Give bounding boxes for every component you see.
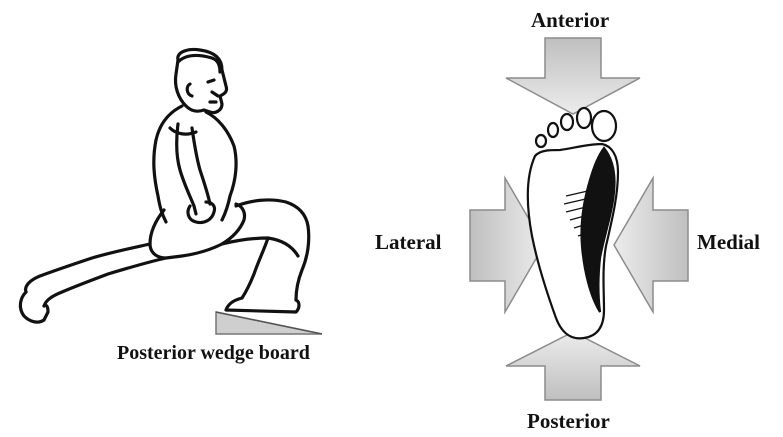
lateral-label: Lateral — [375, 232, 441, 253]
toe-3 — [561, 114, 573, 130]
toe-2 — [577, 108, 591, 128]
big-toe — [592, 111, 616, 141]
wedge-board-caption: Posterior wedge board — [117, 343, 310, 363]
toe-5 — [536, 135, 546, 147]
posterior-arrow — [506, 332, 640, 400]
anterior-arrow — [506, 38, 640, 114]
posterior-label: Posterior — [527, 411, 610, 432]
toe-4 — [548, 123, 558, 137]
foot-sole — [528, 108, 618, 338]
medial-label: Medial — [697, 232, 760, 253]
anterior-label: Anterior — [531, 10, 609, 31]
medial-arrow — [614, 178, 688, 312]
